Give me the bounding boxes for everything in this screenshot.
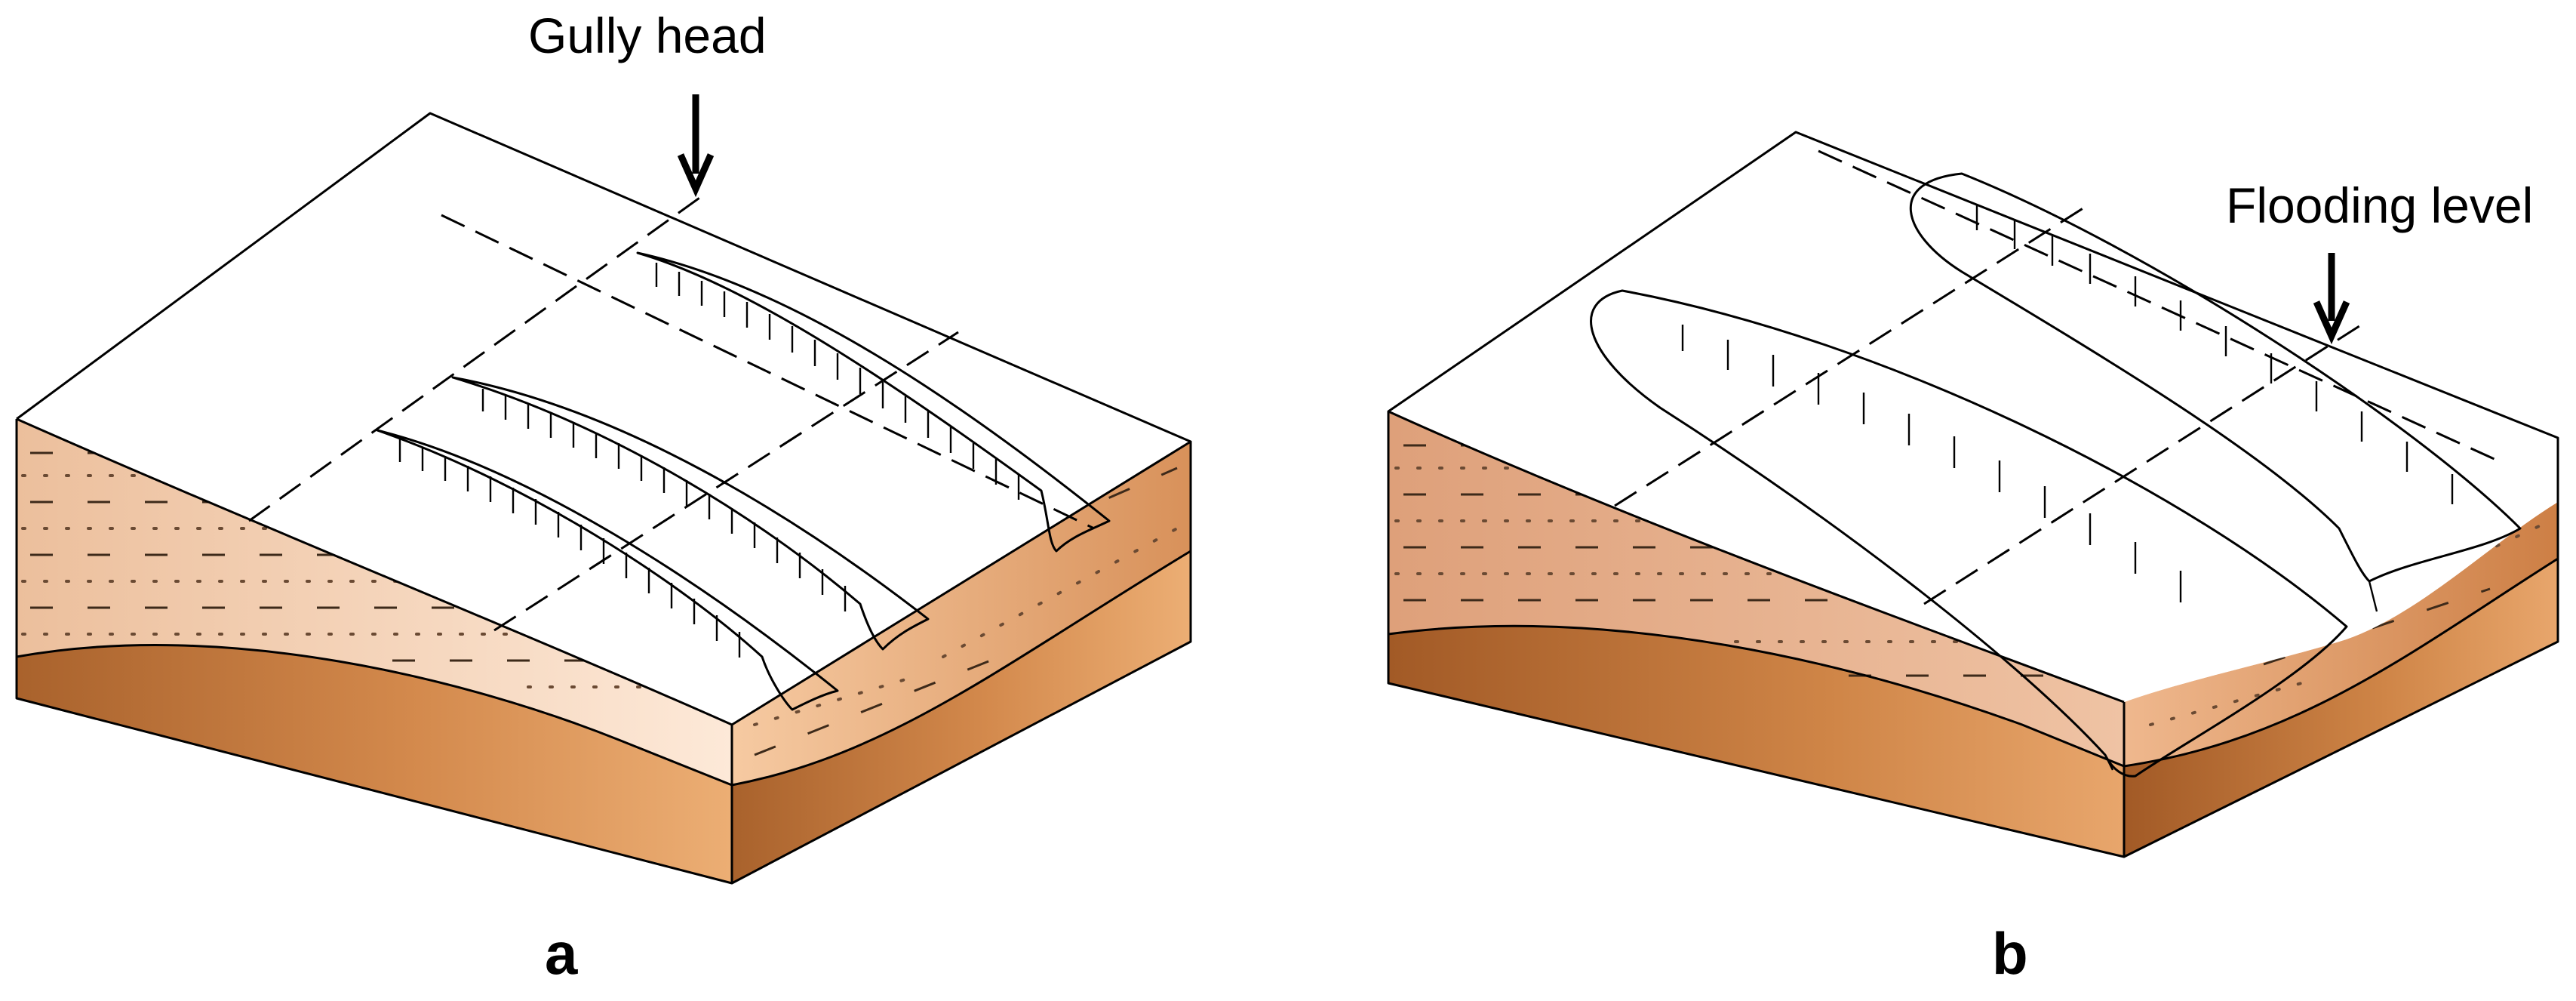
panel-b-lower-layer-front xyxy=(1388,626,2124,857)
panel-b-flooded-gullies xyxy=(1590,172,2522,778)
panel-a-top-surface xyxy=(17,113,1191,725)
panel-b-lower-layer-side xyxy=(2124,559,2558,857)
panel-b: Flooding level b xyxy=(1387,131,2559,987)
panel-b-upper-layer-side xyxy=(2124,502,2558,766)
panel-b-top-surface xyxy=(1388,132,2558,702)
panel-a-side-fill xyxy=(732,442,1191,785)
panel-a: Gully head a xyxy=(15,8,1192,987)
panel-a-callout-label: Gully head xyxy=(528,8,767,63)
panel-a-gully-hachures xyxy=(398,263,1020,658)
panel-a-letter: a xyxy=(545,920,578,987)
panel-a-gullies xyxy=(376,251,1111,711)
panel-b-upper-layer-front xyxy=(1388,411,2124,766)
panel-b-gully-hachures xyxy=(1681,204,2454,771)
panel-b-callout-label: Flooding level xyxy=(2226,177,2533,233)
panel-a-lower-layer-front xyxy=(17,645,732,883)
arrow-down-icon xyxy=(2313,253,2350,345)
panel-b-letter: b xyxy=(1992,920,2028,987)
panel-a-lower-layer-side xyxy=(732,551,1191,883)
arrow-down-icon xyxy=(677,94,715,198)
panel-a-upper-layer-front xyxy=(17,419,732,785)
